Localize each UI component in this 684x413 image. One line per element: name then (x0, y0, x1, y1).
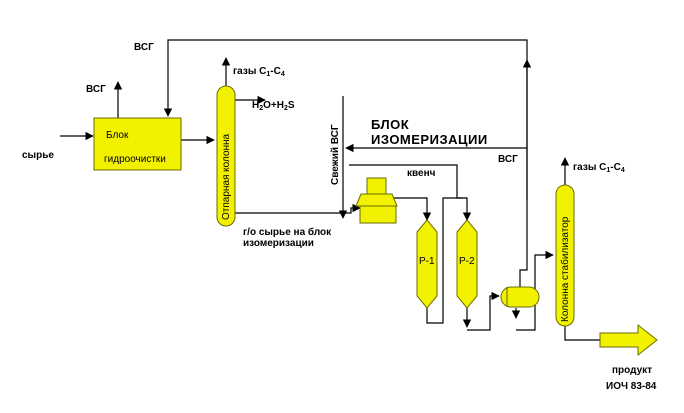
r2-to-separator-line (467, 291, 500, 331)
hydrotreat-label-1: Блок (106, 130, 129, 141)
stripper-gases-label: газы С1-С4 (233, 66, 285, 78)
stripper-column (216, 85, 236, 227)
vsg-left-label: ВСГ (86, 84, 106, 95)
fresh-vsg-label: Свежий ВСГ (330, 124, 341, 185)
reactor-2-label: Р-2 (459, 256, 475, 267)
stripper-label: Отпарная колонна (221, 133, 232, 220)
treated-feed-label-1: г/о сырье на блок (243, 226, 332, 238)
stabilizer-bottoms-line (564, 326, 600, 341)
product-arrow (599, 323, 658, 357)
separator-drum (500, 286, 540, 308)
iso-block-title-1: БЛОК (371, 117, 409, 132)
stabilizer-column (555, 184, 575, 327)
product-code-label: ИОЧ 83-84 (606, 381, 657, 392)
reactor-2 (456, 219, 478, 309)
product-label: продукт (612, 365, 652, 376)
feed-label: сырье (22, 150, 54, 161)
heater (355, 177, 398, 224)
iso-block-title-2: ИЗОМЕРИЗАЦИИ (371, 132, 488, 147)
h2o-h2s-label: Н2О+Н2S (252, 100, 295, 112)
treated-feed-label-2: изомеризации (243, 238, 314, 249)
treated-feed-line (225, 203, 361, 226)
vsg-recycle-label: ВСГ (498, 154, 518, 165)
quench-label: квенч (407, 168, 436, 179)
hydrotreat-label-2: гидроочистки (104, 154, 166, 165)
hydrotreating-block (93, 117, 182, 171)
stabilizer-label: Колонна стабилизатор (559, 216, 571, 322)
separator-gas-line (519, 59, 532, 287)
stabilizer-gases-label: газы С1-С4 (573, 162, 625, 174)
reactor-1 (416, 219, 438, 309)
vsg-top-label: ВСГ (134, 42, 154, 53)
reactor-1-label: Р-1 (419, 256, 435, 267)
quench-header (349, 164, 463, 199)
r1-to-r2-line (426, 197, 472, 324)
